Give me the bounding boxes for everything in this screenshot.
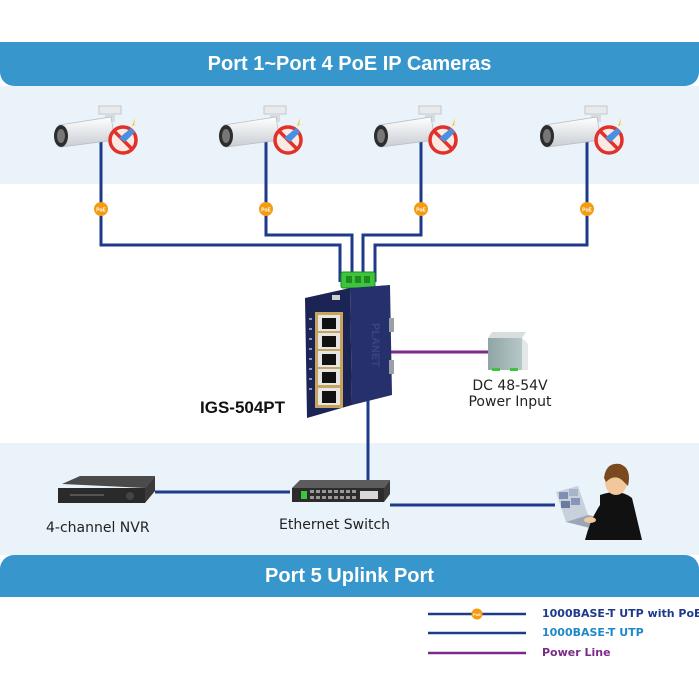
bottom-banner: Port 5 Uplink Port bbox=[0, 555, 699, 597]
poe-wire-2 bbox=[264, 140, 354, 282]
device-side bbox=[350, 285, 392, 405]
ethernet-switch-icon bbox=[292, 480, 390, 502]
svg-text:PoE: PoE bbox=[416, 208, 426, 214]
power-input-line1: DC 48-54V bbox=[472, 378, 548, 394]
device-brand: PLANET bbox=[369, 323, 381, 367]
ip-camera-2 bbox=[219, 105, 303, 155]
no-power-icon bbox=[108, 118, 138, 155]
no-power-icon bbox=[594, 118, 624, 155]
power-input-label: DC 48-54V Power Input bbox=[450, 378, 570, 410]
power-input-line2: Power Input bbox=[468, 394, 552, 410]
poe-wires bbox=[99, 140, 589, 282]
ip-camera-4 bbox=[540, 105, 624, 155]
top-banner: Port 1~Port 4 PoE IP Cameras bbox=[0, 42, 699, 86]
cameras bbox=[54, 105, 624, 155]
led-indicator bbox=[332, 295, 340, 300]
poe-wire-1 bbox=[99, 140, 342, 282]
device-model-label: IGS-504PT bbox=[200, 398, 286, 417]
legend-label-utp: 1000BASE-T UTP bbox=[542, 626, 644, 639]
legend-graphics: PoE bbox=[428, 608, 526, 655]
legend-label-poe: 1000BASE-T UTP with PoE bbox=[542, 607, 699, 620]
poe-wire-4 bbox=[373, 140, 589, 282]
din-clip-bottom bbox=[389, 360, 394, 374]
svg-text:PoE: PoE bbox=[261, 208, 271, 214]
poe-badge-4: PoE bbox=[580, 202, 594, 216]
svg-text:PoE: PoE bbox=[96, 208, 106, 214]
poe-badge-1: PoE bbox=[94, 202, 108, 216]
top-banner-title: Port 1~Port 4 PoE IP Cameras bbox=[207, 53, 492, 75]
power-supply-icon bbox=[488, 332, 528, 371]
svg-text:PoE: PoE bbox=[582, 208, 592, 214]
din-clip-top bbox=[389, 318, 394, 332]
bottom-banner-title: Port 5 Uplink Port bbox=[265, 565, 434, 587]
ethernet-ports bbox=[318, 315, 340, 405]
nvr-label: 4-channel NVR bbox=[46, 520, 150, 536]
igs-504pt-device: PLANET bbox=[305, 271, 394, 418]
legend-poe-badge bbox=[471, 608, 483, 620]
switch-label: Ethernet Switch bbox=[279, 517, 391, 533]
ip-camera-3 bbox=[374, 105, 458, 155]
no-power-icon bbox=[428, 118, 458, 155]
legend-label-power: Power Line bbox=[542, 646, 611, 659]
nvr-icon bbox=[58, 476, 155, 503]
poe-wire-3 bbox=[361, 140, 423, 282]
poe-badge-2: PoE bbox=[259, 202, 273, 216]
svg-text:PoE: PoE bbox=[473, 612, 481, 617]
ip-camera-1 bbox=[54, 105, 138, 155]
utp-wires bbox=[155, 385, 555, 507]
poe-badges: PoE PoE PoE PoE bbox=[94, 202, 594, 216]
no-power-icon bbox=[273, 118, 303, 155]
poe-badge-3: PoE bbox=[414, 202, 428, 216]
operator-with-laptop-icon bbox=[556, 463, 642, 540]
